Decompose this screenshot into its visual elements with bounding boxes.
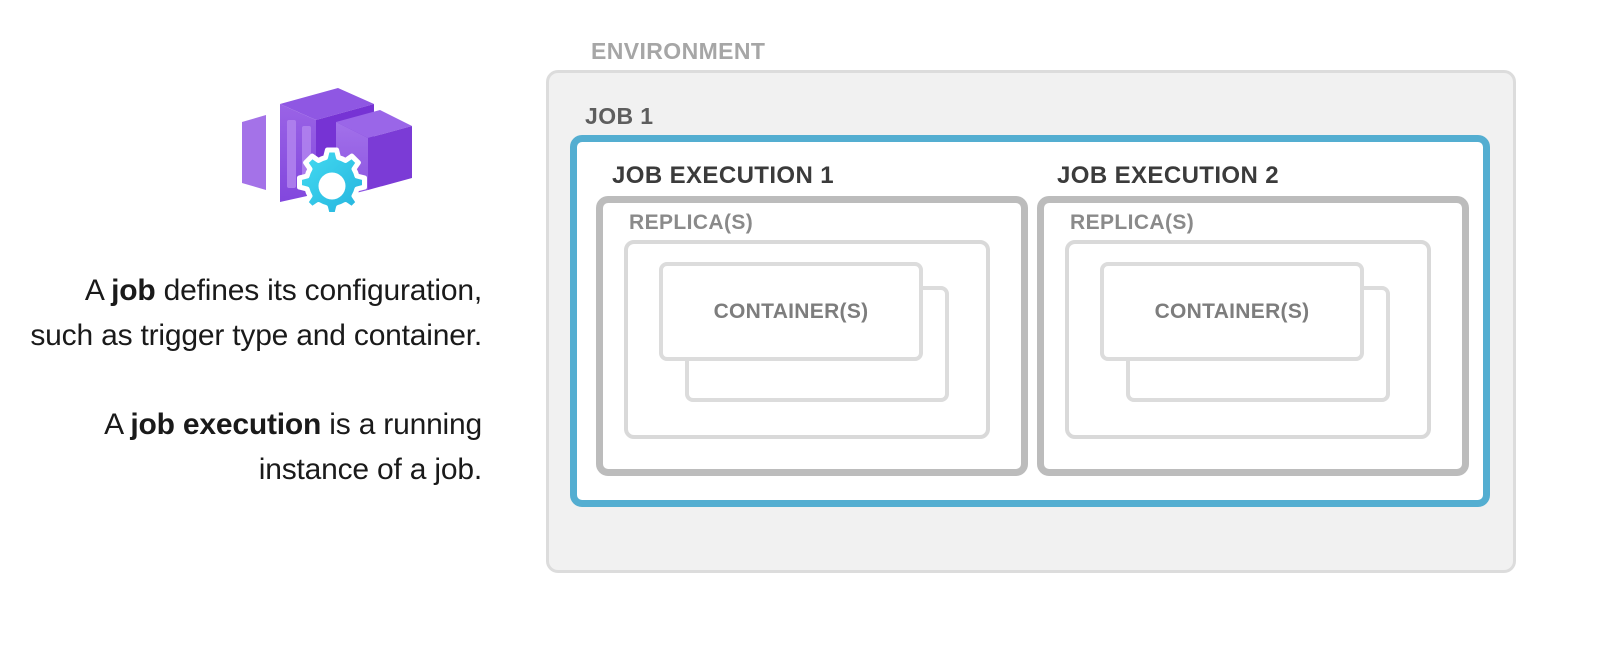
container-stack-1: CONTAINER(S): [659, 262, 949, 402]
container-stack-2: CONTAINER(S): [1100, 262, 1390, 402]
environment-diagram: ENVIRONMENT JOB 1 JOB EXECUTION 1 REPLIC…: [520, 0, 1600, 646]
job-execution-description-paragraph: A job execution is a running instance of…: [104, 408, 482, 486]
container-apps-jobs-icon: [240, 82, 420, 218]
container-card-front: CONTAINER(S): [1100, 262, 1364, 361]
job-label: JOB 1: [585, 103, 654, 129]
container-1-label: CONTAINER(S): [713, 299, 869, 323]
container-2-label: CONTAINER(S): [1154, 299, 1310, 323]
job-term: job: [111, 274, 156, 307]
environment-label: ENVIRONMENT: [591, 38, 766, 64]
job-description-paragraph: A job defines its configuration, such as…: [30, 274, 482, 352]
job-execution-term: job execution: [130, 408, 322, 441]
job-execution-1-label: JOB EXECUTION 1: [612, 162, 835, 189]
replica-1-label: REPLICA(S): [629, 211, 754, 234]
container-card-front: CONTAINER(S): [659, 262, 923, 361]
description-text: A job defines its configuration, such as…: [20, 268, 482, 492]
job-execution-2-label: JOB EXECUTION 2: [1057, 162, 1280, 189]
replica-2-label: REPLICA(S): [1070, 211, 1195, 234]
explanation-column: A job defines its configuration, such as…: [0, 0, 520, 646]
